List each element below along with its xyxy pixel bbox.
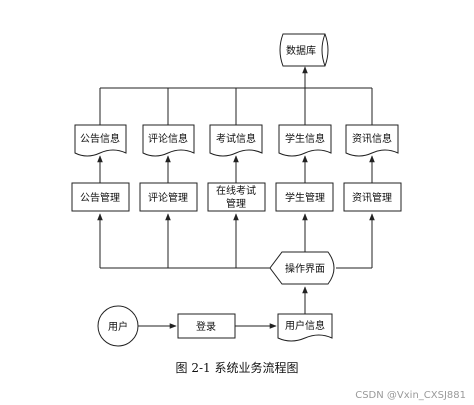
box-kaoshi-mgmt: 在线考试 管理 bbox=[207, 182, 266, 212]
doc-userinfo: 用户信息 bbox=[277, 313, 333, 342]
user-node: 用户 bbox=[97, 305, 139, 347]
box-gonggao-mgmt: 公告管理 bbox=[71, 182, 130, 212]
user-label: 用户 bbox=[108, 320, 128, 333]
bottom-bus bbox=[97, 213, 375, 269]
box-kaoshi-mgmt-label1: 在线考试 bbox=[216, 184, 256, 197]
database-node: 数据库 bbox=[279, 33, 329, 67]
box-zixun-mgmt-label: 资讯管理 bbox=[352, 191, 392, 204]
doc-kaoshi: 考试信息 bbox=[209, 124, 263, 157]
login-node: 登录 bbox=[177, 313, 236, 339]
box-zixun-mgmt: 资讯管理 bbox=[343, 182, 402, 212]
box-pinglun-mgmt: 评论管理 bbox=[139, 182, 198, 212]
top-bus bbox=[99, 66, 373, 125]
arrows-mgmt-to-docs bbox=[97, 155, 375, 183]
doc-kaoshi-label: 考试信息 bbox=[216, 132, 256, 145]
box-pinglun-mgmt-label: 评论管理 bbox=[148, 191, 188, 204]
database-label: 数据库 bbox=[286, 44, 316, 57]
doc-zixun-label: 资讯信息 bbox=[352, 132, 392, 145]
box-xuesheng-mgmt-label: 学生管理 bbox=[285, 191, 325, 204]
interface-node: 操作界面 bbox=[269, 251, 335, 285]
doc-pinglun-label: 评论信息 bbox=[148, 132, 188, 145]
doc-userinfo-label: 用户信息 bbox=[285, 319, 325, 332]
doc-pinglun: 评论信息 bbox=[142, 124, 195, 157]
box-gonggao-mgmt-label: 公告管理 bbox=[80, 191, 120, 204]
doc-xuesheng-label: 学生信息 bbox=[285, 132, 325, 145]
doc-zixun: 资讯信息 bbox=[345, 124, 399, 157]
watermark: CSDN @Vxin_CXSJ881 bbox=[355, 390, 466, 401]
interface-label: 操作界面 bbox=[285, 262, 325, 275]
box-xuesheng-mgmt: 学生管理 bbox=[275, 182, 334, 212]
doc-gonggao-label: 公告信息 bbox=[80, 132, 120, 145]
doc-gonggao: 公告信息 bbox=[74, 124, 127, 157]
login-label: 登录 bbox=[196, 320, 216, 333]
box-kaoshi-mgmt-label2: 管理 bbox=[226, 197, 246, 210]
doc-xuesheng: 学生信息 bbox=[278, 124, 332, 157]
figure-caption: 图 2-1 系统业务流程图 bbox=[176, 360, 299, 375]
